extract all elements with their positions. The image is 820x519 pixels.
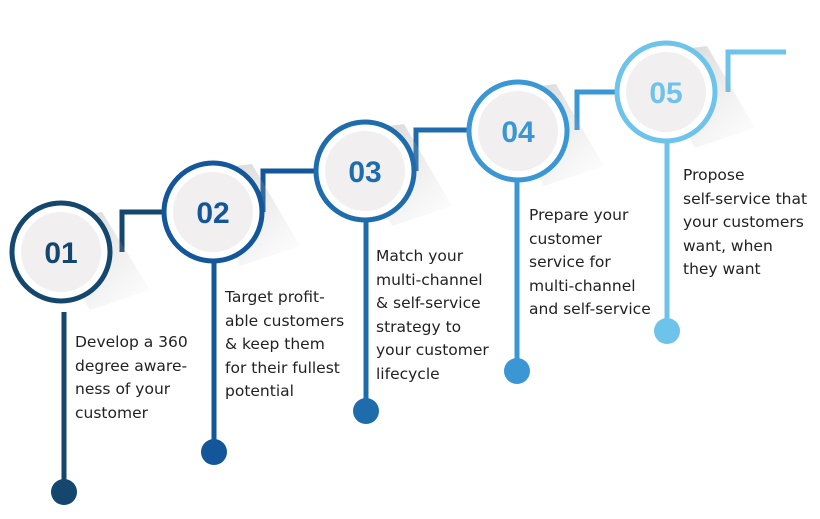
step-4-end-dot (504, 358, 530, 384)
step-3-end-dot (353, 398, 379, 424)
step-1-description: Develop a 360 degree aware- ness of your… (75, 333, 188, 422)
step-2-number: 02 (196, 197, 229, 230)
connector-step-5 (664, 49, 786, 330)
step-2-end-dot (201, 439, 227, 465)
step-2-circle: 02 (161, 160, 265, 264)
step-4-description: Prepare your customer service for multi-… (529, 206, 651, 318)
connector-step-4 (514, 89, 618, 370)
step-2-description: Target profit- able customers & keep the… (225, 288, 345, 400)
step-5-description: Propose self-service that your customers… (683, 166, 808, 278)
step-5-number: 05 (649, 77, 682, 110)
step-3-description: Match your multi-channel & self-service … (376, 247, 489, 383)
step-5-end-dot (654, 318, 680, 344)
step-1-number: 01 (44, 237, 77, 270)
step-1-end-dot (51, 479, 77, 505)
step-5-circle: 05 (614, 40, 718, 144)
connector-step-1 (61, 209, 164, 490)
step-1-circle: 01 (9, 200, 113, 304)
step-3-circle: 03 (313, 119, 417, 223)
step-4-number: 04 (501, 116, 535, 149)
step-4-circle: 04 (466, 79, 570, 183)
step-3-number: 03 (348, 156, 381, 189)
